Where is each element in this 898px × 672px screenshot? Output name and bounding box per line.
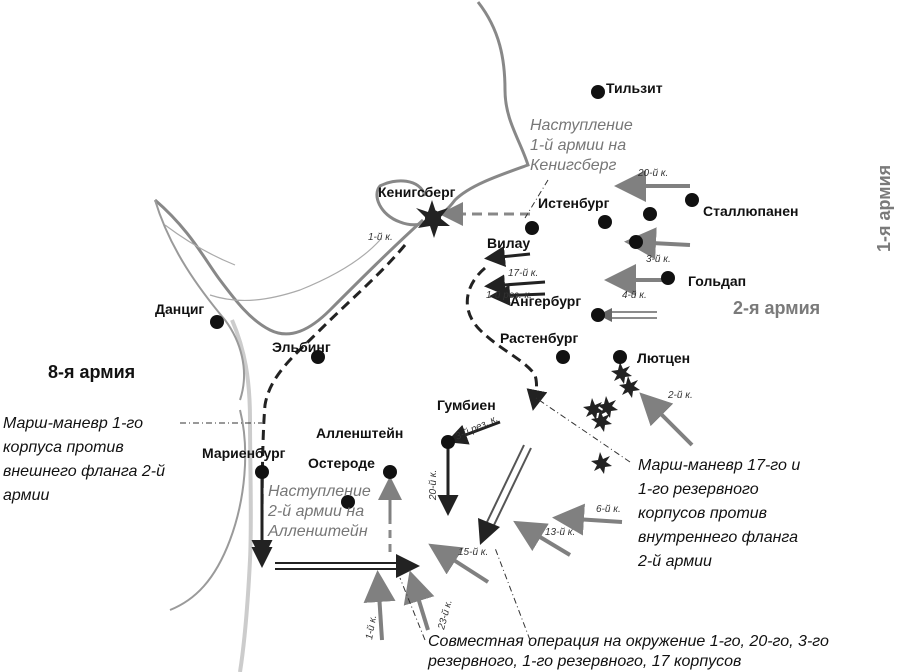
annotation-advance1: Наступление 1-й армии на Кенигсберг [530, 117, 637, 174]
lagoon-shore [154, 198, 425, 336]
arrow-1st-corps-bottom [363, 570, 396, 641]
label-tilsit: Тильзит [606, 80, 663, 96]
dot-gumbinnen [441, 435, 455, 449]
arrow-6th-corps [552, 503, 623, 536]
label-gumbinnen: Гумбиен [437, 397, 496, 413]
label-insterburg: Истенбург [538, 195, 610, 211]
leader-advance1 [524, 179, 549, 219]
double-arrow-1st-corps [275, 554, 420, 578]
arrow-13th-corps [513, 520, 572, 557]
dot-stallupoenen [685, 193, 699, 207]
route-17th-corps [465, 266, 548, 411]
label-stallupoenen: Сталлюпанен [703, 203, 798, 219]
leader-joint-1 [494, 547, 531, 641]
label-elbing: Эльбинг [272, 339, 331, 355]
label-angerburg: Ангербург [510, 293, 581, 309]
label-wehlau: Вилау [487, 235, 530, 251]
battle-star-3 [583, 398, 604, 420]
annotation-joint: Совместная операция на окружение 1-го, 2… [427, 633, 833, 670]
dot-luetzen [613, 350, 627, 364]
coastline [375, 1, 530, 227]
dot-insterburg [598, 215, 612, 229]
dot-osterode [383, 465, 397, 479]
leader-march17 [535, 397, 631, 463]
label-luetzen: Лютцен [637, 350, 690, 366]
corps-13: 13-й к. [545, 527, 575, 538]
corps-20-left: 20-й к. [428, 470, 439, 501]
label-rastenburg: Растенбург [500, 330, 578, 346]
double-arrow-17th-corps [478, 444, 532, 545]
dot-danzig [210, 315, 224, 329]
label-danzig: Данциг [155, 301, 204, 317]
leader-joint-2 [399, 577, 426, 641]
battle-star-6 [591, 452, 612, 474]
corps-3-top: 3-й к. [646, 254, 671, 265]
arrow-2nd-corps [639, 392, 694, 447]
annotation-advance2: Наступление 2-й армии на Алленштейн [267, 483, 375, 540]
label-goldap: Гольдап [688, 273, 746, 289]
west-border [154, 199, 246, 401]
arrow-1st-reserve [489, 284, 546, 306]
annotation-march1: Марш-маневр 1-го корпуса против внешнего… [3, 415, 169, 504]
arrow-3rd-reserve [446, 420, 501, 445]
dot-goldap-west [629, 235, 643, 249]
dot-allenstein [341, 495, 355, 509]
dot-goldap [661, 271, 675, 285]
label-army1: 1-я армия [874, 165, 894, 252]
corps-6: 6-й к. [596, 504, 621, 515]
label-marienburg: Мариенбург [202, 445, 286, 461]
corps-15: 15-й к. [458, 547, 488, 558]
label-army8: 8-я армия [48, 362, 135, 382]
inner-shore [209, 239, 381, 302]
corps-4: 4-й к. [622, 290, 647, 301]
koenigsberg-dot [425, 210, 441, 226]
dot-wehlau [525, 221, 539, 235]
double-arrow-2nd-army [598, 308, 657, 322]
dot-tilsit [591, 85, 605, 99]
corps-23: 23-й к. [436, 599, 455, 632]
corps-2: 2-й к. [667, 390, 693, 401]
battle-star-2 [619, 376, 640, 398]
river [230, 319, 253, 672]
arrow-wehlau [484, 246, 531, 267]
dot-angerburg [591, 308, 605, 322]
dot-rastenburg [556, 350, 570, 364]
corps-1-bottom: 1-й к. [364, 614, 379, 640]
arrow-15th-corps [428, 543, 490, 584]
label-koenigsberg: Кенигсберг [378, 184, 456, 200]
corps-20-top: 20-й к. [637, 168, 668, 179]
corps-1rez: 1-й рез. к. [486, 290, 532, 301]
label-army2: 2-я армия [733, 298, 820, 318]
battle-star-5 [591, 410, 612, 432]
southwest-border [169, 409, 247, 611]
corps-17: 17-й к. [508, 268, 538, 279]
battle-star-1 [611, 362, 632, 384]
label-allenstein: Алленштейн [316, 425, 403, 441]
dot-insterburg-east [643, 207, 657, 221]
corps-3rez: 3-й рез. к. [454, 413, 500, 442]
dot-elbing [311, 350, 325, 364]
arrow-23rd-corps [403, 570, 435, 631]
annotation-march17: Марш-маневр 17-го и 1-го резервного корп… [637, 457, 805, 570]
corps-1-koen: 1-й к. [368, 232, 393, 243]
label-osterode: Остероде [308, 455, 375, 471]
battle-star-4 [597, 396, 618, 418]
dot-marienburg [255, 465, 269, 479]
arrow-17th-corps [484, 274, 546, 296]
spit-line [164, 224, 236, 266]
